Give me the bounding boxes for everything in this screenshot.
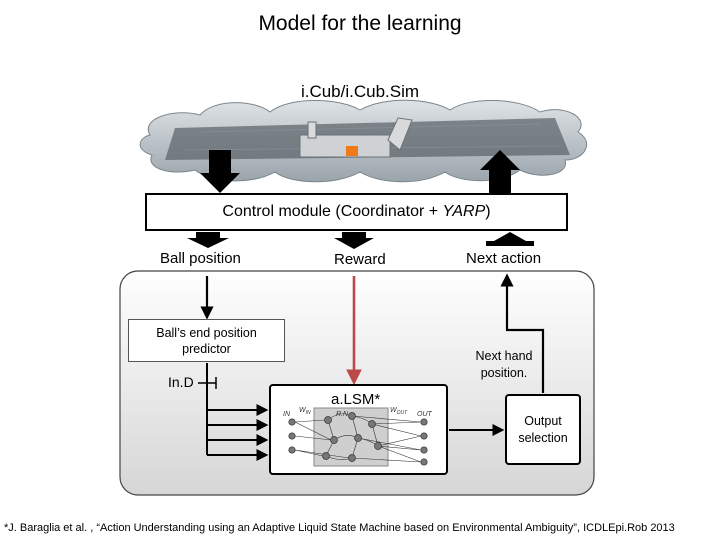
- up-arrow-right: [480, 150, 520, 193]
- ball-position-label: Ball position: [160, 250, 241, 267]
- svg-text:WIN: WIN: [299, 407, 311, 416]
- alsm-overlay: IN WIN R.N WOUT OUT: [283, 407, 433, 467]
- output-line2: selection: [518, 430, 568, 445]
- tag-in: IN: [283, 411, 291, 418]
- predictor-box: Ball’s end position predictor: [128, 319, 285, 362]
- predictor-line2: predictor: [182, 341, 231, 356]
- robot-icon: [299, 117, 413, 158]
- ball-position-arrow: [187, 232, 229, 248]
- control-module-close: ): [485, 203, 491, 220]
- next-action-arrow: [486, 232, 534, 246]
- tag-win: W: [299, 407, 307, 414]
- ind-label: In.D: [168, 374, 194, 390]
- simulator-label: i.Cub/i.Cub.Sim: [300, 82, 420, 101]
- tag-out: OUT: [417, 411, 433, 418]
- control-module-box: Control module (Coordinator + YARP): [145, 193, 568, 231]
- next-hand-line1: Next hand: [475, 349, 533, 363]
- output-selection-box: Output selection: [505, 394, 581, 465]
- tag-win-sub: IN: [306, 410, 311, 416]
- down-arrow-left: [200, 150, 240, 193]
- alsm-label: a.LSM*: [331, 391, 381, 408]
- output-line1: Output: [524, 413, 562, 428]
- tag-wout: W: [390, 407, 398, 414]
- next-hand-label: Next hand position.: [462, 348, 546, 382]
- footnote: *J. Baraglia et al. , “Action Understand…: [4, 522, 675, 534]
- tag-wout-sub: OUT: [397, 410, 409, 416]
- control-module-yarp: YARP: [442, 203, 486, 220]
- page-title: Model for the learning: [258, 12, 462, 35]
- reward-label: Reward: [334, 251, 386, 268]
- tag-rn: R.N: [336, 411, 349, 418]
- svg-text:WOUT: WOUT: [390, 407, 408, 416]
- reward-block-arrow: [334, 232, 374, 249]
- predictor-line1: Ball’s end position: [156, 325, 257, 340]
- control-module-text: Control module (Coordinator +: [222, 203, 439, 220]
- next-hand-line2: position.: [480, 366, 528, 380]
- next-action-label: Next action: [466, 250, 542, 267]
